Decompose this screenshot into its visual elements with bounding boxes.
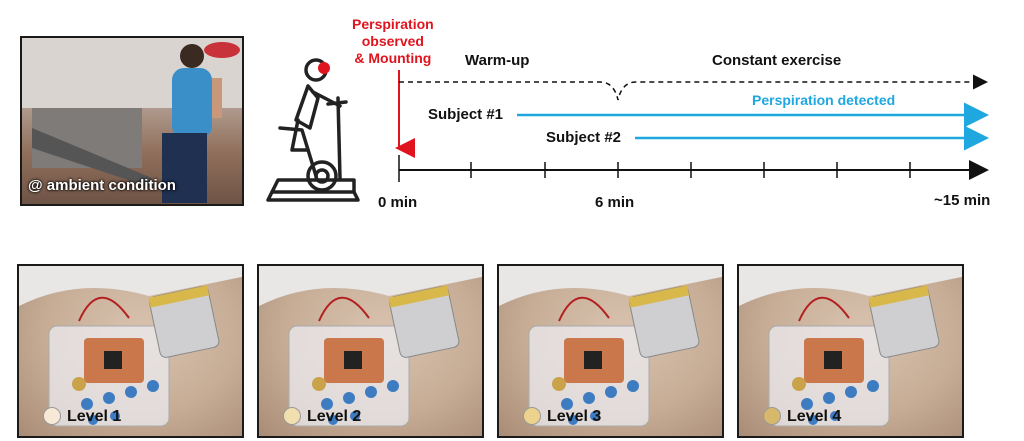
device-photo-level-4: Level 4 xyxy=(737,264,964,438)
tick-label-0: 0 min xyxy=(378,194,418,211)
tick-label-15: ~15 min xyxy=(934,192,991,209)
exercise-phase-line xyxy=(399,74,988,101)
timeline-diagram xyxy=(395,70,989,182)
color-level-dot xyxy=(523,407,541,425)
device-photo-level-3: Level 3 xyxy=(497,264,724,438)
warmup-label: Warm-up xyxy=(465,52,530,69)
constant-exercise-label: Constant exercise xyxy=(712,52,842,69)
level-label: Level 4 xyxy=(787,408,842,425)
color-level-dot xyxy=(43,407,61,425)
mounting-label: Perspiration observed & Mounting xyxy=(352,16,434,66)
device-photo-level-2: Level 2 xyxy=(257,264,484,438)
color-level-dot xyxy=(283,407,301,425)
gym-photo: @ ambient condition xyxy=(20,36,244,206)
level-label: Level 2 xyxy=(307,408,362,425)
level-label: Level 3 xyxy=(547,408,602,425)
gym-scene-illustration xyxy=(22,38,242,203)
photo-caption: @ ambient condition xyxy=(28,177,176,194)
device-photo-level-1: Level 1 xyxy=(17,264,244,438)
perspiration-detected-label: Perspiration detected xyxy=(752,92,896,108)
subject1-label: Subject #1 xyxy=(428,106,504,123)
sensor-device-illustration xyxy=(259,266,482,427)
exercise-bike-icon xyxy=(266,58,360,202)
color-level-dot xyxy=(763,407,781,425)
sensor-device-illustration xyxy=(739,266,962,427)
tick-label-6: 6 min xyxy=(595,194,635,211)
sensor-device-illustration xyxy=(19,266,242,427)
axis-ticks xyxy=(398,155,911,182)
subject2-label: Subject #2 xyxy=(546,129,622,146)
level-label: Level 1 xyxy=(67,408,122,425)
sweat-spot-marker xyxy=(318,62,330,74)
sensor-device-illustration xyxy=(499,266,722,427)
